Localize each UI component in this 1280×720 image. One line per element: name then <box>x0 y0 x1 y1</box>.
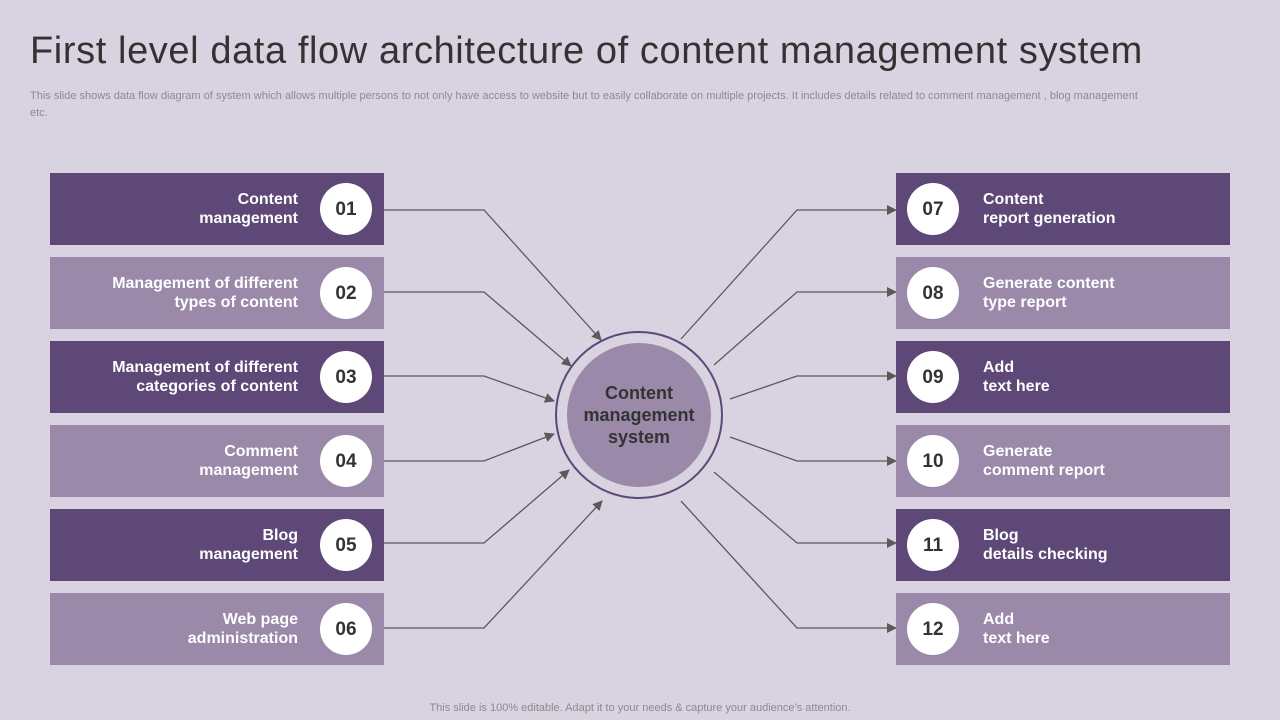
output-label-10: Generate comment report <box>983 443 1105 479</box>
output-box-12: 12 Add text here <box>896 593 1230 665</box>
page-subtitle: This slide shows data flow diagram of sy… <box>30 90 1138 119</box>
output-box-08: 08 Generate content type report <box>896 257 1230 329</box>
output-label-07: Content report generation <box>983 191 1116 227</box>
number-badge-11: 11 <box>907 519 959 571</box>
input-label-01: Content management <box>199 191 298 227</box>
input-box-01: Content management 01 <box>50 173 384 245</box>
number-badge-08: 08 <box>907 267 959 319</box>
number-badge-10: 10 <box>907 435 959 487</box>
arrow-input-06 <box>384 500 603 629</box>
number-badge-03: 03 <box>320 351 372 403</box>
arrow-input-04 <box>384 432 555 462</box>
output-label-08: Generate content type report <box>983 275 1115 311</box>
input-label-04: Comment management <box>199 443 298 479</box>
hub-label: Content management system <box>567 343 711 487</box>
output-label-09: Add text here <box>983 359 1050 395</box>
output-box-11: 11 Blog details checking <box>896 509 1230 581</box>
arrow-output-11 <box>713 471 897 548</box>
arrow-input-01 <box>384 209 602 341</box>
number-badge-06: 06 <box>320 603 372 655</box>
number-badge-05: 05 <box>320 519 372 571</box>
central-hub: Content management system <box>555 331 723 499</box>
arrow-output-10 <box>729 436 897 466</box>
arrow-output-12 <box>680 500 897 633</box>
input-label-06: Web page administration <box>187 611 298 647</box>
output-label-11: Blog details checking <box>983 527 1108 563</box>
input-box-06: Web page administration 06 <box>50 593 384 665</box>
output-box-09: 09 Add text here <box>896 341 1230 413</box>
arrow-input-03 <box>384 375 555 403</box>
input-label-05: Blog management <box>199 527 298 563</box>
output-box-07: 07 Content report generation <box>896 173 1230 245</box>
input-label-02: Management of different types of content <box>112 275 298 311</box>
number-badge-09: 09 <box>907 351 959 403</box>
arrow-output-08 <box>713 287 897 366</box>
number-badge-01: 01 <box>320 183 372 235</box>
footer-note: This slide is 100% editable. Adapt it to… <box>429 702 851 714</box>
output-label-12: Add text here <box>983 611 1050 647</box>
output-box-10: 10 Generate comment report <box>896 425 1230 497</box>
input-label-03: Management of different categories of co… <box>112 359 298 395</box>
number-badge-02: 02 <box>320 267 372 319</box>
input-box-04: Comment management 04 <box>50 425 384 497</box>
input-box-03: Management of different categories of co… <box>50 341 384 413</box>
page-title: First level data flow architecture of co… <box>30 30 1143 72</box>
arrow-input-02 <box>384 291 572 367</box>
arrow-input-05 <box>384 469 570 544</box>
arrow-output-07 <box>680 205 897 340</box>
arrow-output-09 <box>729 371 897 400</box>
input-box-02: Management of different types of content… <box>50 257 384 329</box>
number-badge-07: 07 <box>907 183 959 235</box>
number-badge-12: 12 <box>907 603 959 655</box>
number-badge-04: 04 <box>320 435 372 487</box>
input-box-05: Blog management 05 <box>50 509 384 581</box>
